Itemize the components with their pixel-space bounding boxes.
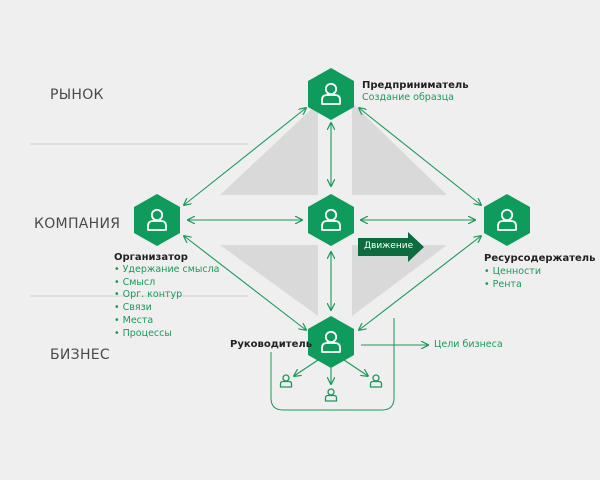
arrow-team-right bbox=[343, 359, 368, 376]
arrow-organizer-manager bbox=[184, 236, 306, 330]
organizer-item: Связи bbox=[114, 302, 220, 315]
resource-holder-node bbox=[484, 194, 530, 246]
manager-title: Руководитель bbox=[230, 339, 313, 350]
organizer-item: Процессы bbox=[114, 328, 220, 341]
team-bracket bbox=[270, 318, 395, 411]
movement-arrow bbox=[358, 232, 424, 262]
entrepreneur-node bbox=[308, 68, 354, 120]
organizer-title: Организатор bbox=[114, 252, 188, 263]
team-member-left-person-icon bbox=[279, 374, 293, 388]
resource-holder-item: Ценности bbox=[484, 266, 541, 279]
triangle-top-left bbox=[220, 103, 318, 195]
movement-label: Движение bbox=[364, 241, 414, 251]
arrow-organizer-entrepreneur bbox=[184, 108, 306, 205]
triangle-top-right bbox=[352, 103, 447, 195]
resource-holder-title: Ресурсодержатель bbox=[484, 253, 596, 264]
team-member-center-person-icon bbox=[324, 388, 338, 402]
organizer-item: Орг. контур bbox=[114, 289, 220, 302]
organizer-item: Удержание смысла bbox=[114, 264, 220, 277]
resource-holder-list: Ценности Рента bbox=[484, 266, 541, 291]
organizer-node bbox=[134, 194, 180, 246]
business-goals-label: Цели бизнеса bbox=[434, 339, 503, 350]
level-company-label: КОМПАНИЯ bbox=[34, 216, 121, 232]
arrow-team-left bbox=[294, 359, 319, 376]
organizer-list: Удержание смысла Смысл Орг. контур Связи… bbox=[114, 264, 220, 340]
triangle-bottom-left bbox=[220, 245, 318, 316]
resource-holder-item: Рента bbox=[484, 279, 541, 292]
level-market-label: РЫНОК bbox=[50, 87, 104, 103]
entrepreneur-title: Предприниматель bbox=[362, 80, 469, 91]
level-business-label: БИЗНЕС bbox=[50, 347, 111, 363]
arrow-entrepreneur-resource bbox=[359, 108, 481, 205]
organizer-item: Места bbox=[114, 315, 220, 328]
entrepreneur-subtitle: Создание образца bbox=[362, 92, 454, 103]
arrow-resource-manager bbox=[359, 236, 481, 330]
team-member-right-person-icon bbox=[369, 374, 383, 388]
manager-node bbox=[308, 316, 354, 368]
organizer-item: Смысл bbox=[114, 277, 220, 290]
center-node bbox=[308, 194, 354, 246]
